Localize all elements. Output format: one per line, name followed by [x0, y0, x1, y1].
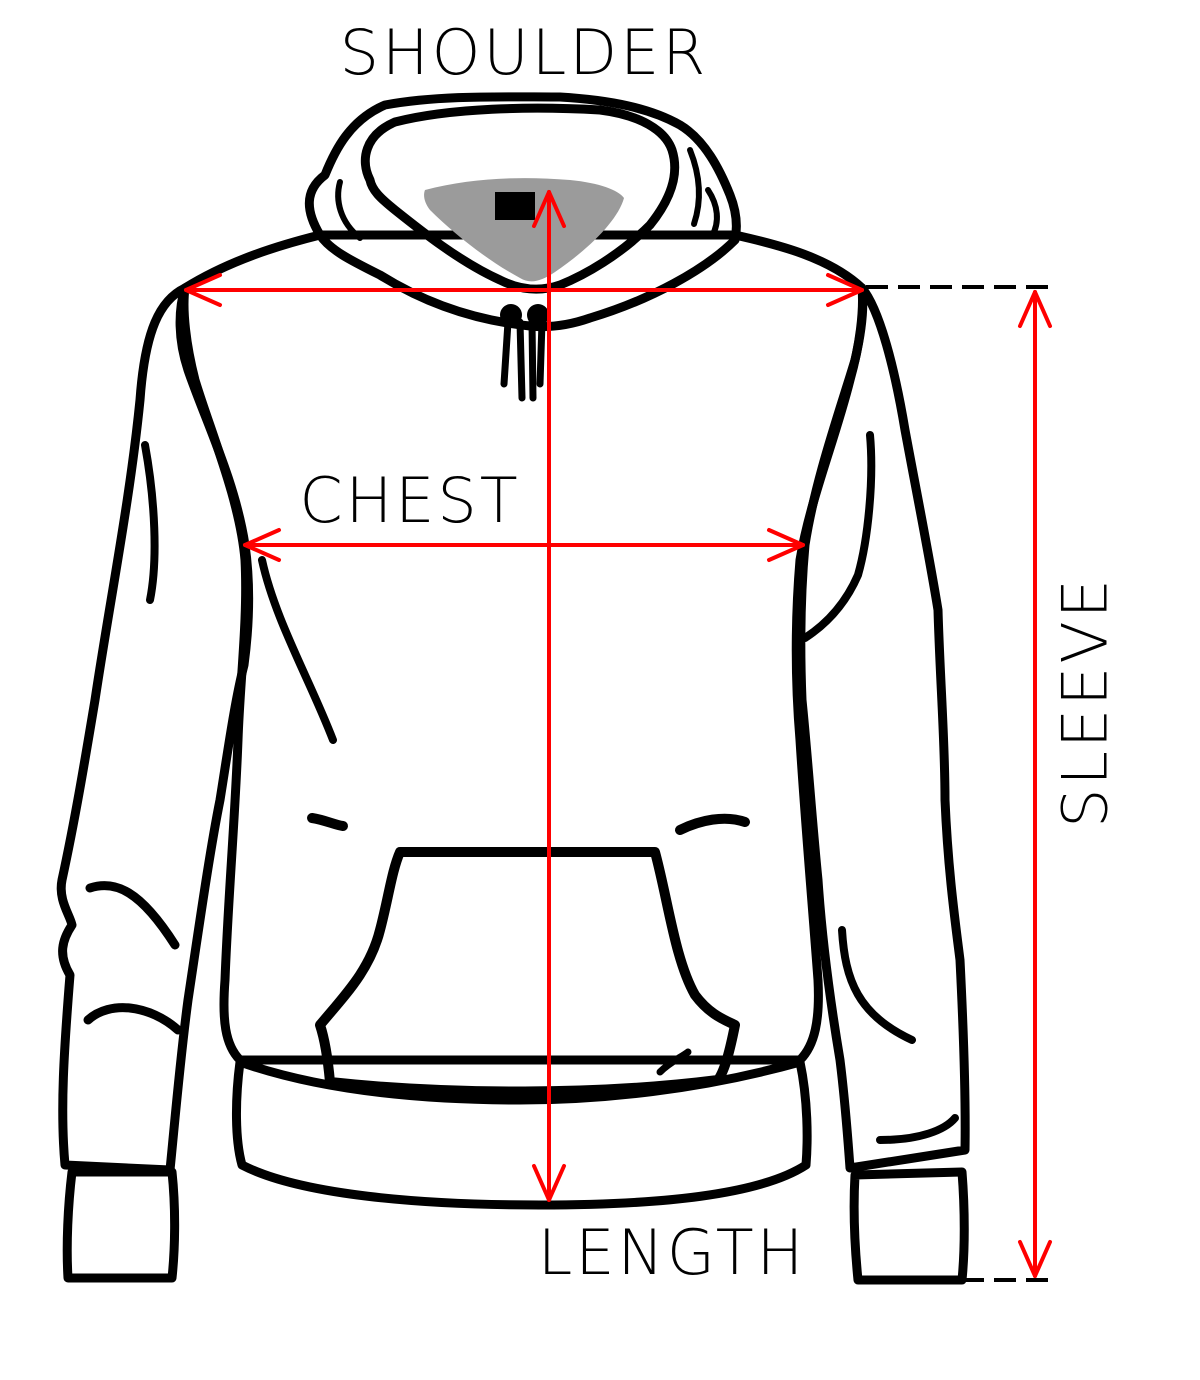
right-sleeve: [801, 288, 965, 1168]
hood-fold-right-1: [690, 150, 699, 224]
sleeve-label: SLEEVE: [1049, 576, 1122, 828]
left-cuff: [67, 1172, 174, 1278]
measurement-arrows: [186, 192, 1058, 1280]
length-label: LENGTH: [538, 1216, 806, 1289]
neck-label: [495, 192, 535, 220]
left-sleeve: [61, 288, 248, 1170]
drawstrings: [500, 304, 549, 398]
right-cuff: [854, 1172, 964, 1280]
hood-fold-left: [338, 182, 360, 238]
sleeve-arrow: [1020, 292, 1050, 1276]
shoulder-label: SHOULDER: [340, 16, 709, 89]
chest-label: CHEST: [299, 464, 520, 537]
hood-fold-right-2: [708, 190, 717, 236]
